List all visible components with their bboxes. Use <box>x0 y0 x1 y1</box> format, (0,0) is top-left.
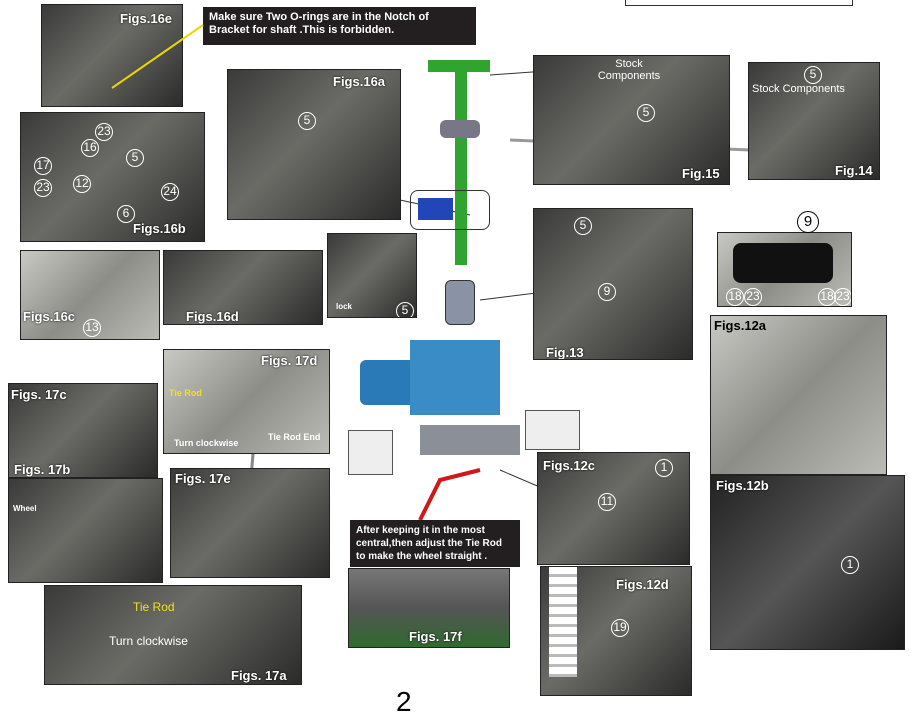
photo-lock: lock 5 <box>327 233 417 318</box>
stock-components-label: Stock Components <box>752 83 845 95</box>
photo-fig-16b: Figs.16b 5 6 12 17 23 16 23 24 <box>20 112 205 242</box>
fig-label: Figs. 17f <box>409 629 462 644</box>
part-number: 23 <box>95 123 113 141</box>
photo-fig-17d: Figs. 17d Tie Rod Turn clockwise Tie Rod… <box>163 349 330 454</box>
photo-fig-17e: Figs. 17e <box>170 468 330 578</box>
part-number: 5 <box>804 66 822 84</box>
wheel-label: Wheel <box>13 504 37 513</box>
part-number: 23 <box>834 288 851 306</box>
part-number: 5 <box>637 104 655 122</box>
tie-rod-label: Tie Rod <box>169 388 202 398</box>
fig-label: Fig.15 <box>682 166 720 181</box>
fig-label: Figs. 17a <box>231 668 287 683</box>
note-tie-rod: After keeping it in the most central,the… <box>350 520 520 567</box>
fig-label: Fig.14 <box>835 163 873 178</box>
tie-rod-end-label: Tie Rod End <box>268 432 321 442</box>
fig-label: Figs. 17c <box>11 387 67 402</box>
fig-label: Figs.12a <box>714 318 767 333</box>
photo-fig-12d: Figs.12d 19 <box>540 566 692 696</box>
photo-fig-17f: Figs. 17f <box>348 568 510 648</box>
part-number: 11 <box>598 493 616 511</box>
part-number: 5 <box>396 302 414 317</box>
fig-label: Figs.16a <box>333 74 386 89</box>
part-number: 1 <box>655 459 673 477</box>
part-number: 19 <box>611 619 629 637</box>
part-number: 23 <box>34 179 52 197</box>
photo-fig-12b: Figs.12b 1 <box>710 475 905 650</box>
photo-fig-15: Fig.15 Stock Components 5 <box>533 55 730 185</box>
fig-label: Figs. 17d <box>261 353 318 368</box>
part-number: 6 <box>117 205 135 223</box>
fig-label: Figs.12c <box>543 458 596 473</box>
lock-label: lock <box>336 302 353 311</box>
photo-fig-12a: Figs.12a <box>710 315 887 475</box>
fig-17b-label: Figs. 17b <box>14 462 71 477</box>
part-number: 5 <box>126 149 144 167</box>
photo-fig-17a: Figs. 17a Tie Rod Turn clockwise <box>44 585 302 685</box>
part-number: 16 <box>81 139 99 157</box>
part-number: 5 <box>574 217 592 235</box>
turn-clockwise-label: Turn clockwise <box>109 634 188 648</box>
photo-fig-17c: Figs. 17c <box>8 383 158 478</box>
top-frame <box>625 0 853 6</box>
stock-components-label: Stock Components <box>597 58 661 82</box>
photo-fig-17b: Wheel <box>8 478 163 583</box>
fig-label: Figs. 17e <box>175 471 231 486</box>
page-number: 2 <box>396 686 412 717</box>
part-number: 24 <box>161 183 179 201</box>
part-number: 23 <box>744 288 762 306</box>
photo-fig-13: Fig.13 5 9 <box>533 208 693 360</box>
part-number: 17 <box>34 157 52 175</box>
part-number-9: 9 <box>797 211 819 233</box>
fig-label: Fig.13 <box>546 345 584 360</box>
part-number: 18 <box>726 288 744 306</box>
photo-fig-16a: Figs.16a 5 <box>227 69 401 220</box>
fig-label: Figs.16d <box>186 309 239 324</box>
part-number: 5 <box>298 112 316 130</box>
fig-label: Figs.16b <box>133 221 186 236</box>
part-number: 9 <box>598 283 616 301</box>
part-number: 1 <box>841 556 859 574</box>
tie-rod-label: Tie Rod <box>133 600 175 614</box>
photo-fig-16d: Figs.16d <box>163 250 323 325</box>
part-number: 13 <box>83 319 101 337</box>
photo-fig-14: Fig.14 5 Stock Components <box>748 62 880 180</box>
fig-label: Figs.16c <box>23 309 76 324</box>
photo-fig-12c: Figs.12c 1 11 <box>537 452 690 565</box>
photo-part-9: 18 23 18 23 <box>717 232 852 307</box>
turn-clockwise-label: Turn clockwise <box>174 438 239 448</box>
fig-label: Figs.12b <box>716 478 769 493</box>
fig-label: Figs.16e <box>120 11 173 26</box>
part-number: 12 <box>73 175 91 193</box>
note-orings: Make sure Two O-rings are in the Notch o… <box>203 7 476 45</box>
photo-fig-16c: Figs.16c 13 <box>20 250 160 340</box>
fig-label: Figs.12d <box>616 577 669 592</box>
